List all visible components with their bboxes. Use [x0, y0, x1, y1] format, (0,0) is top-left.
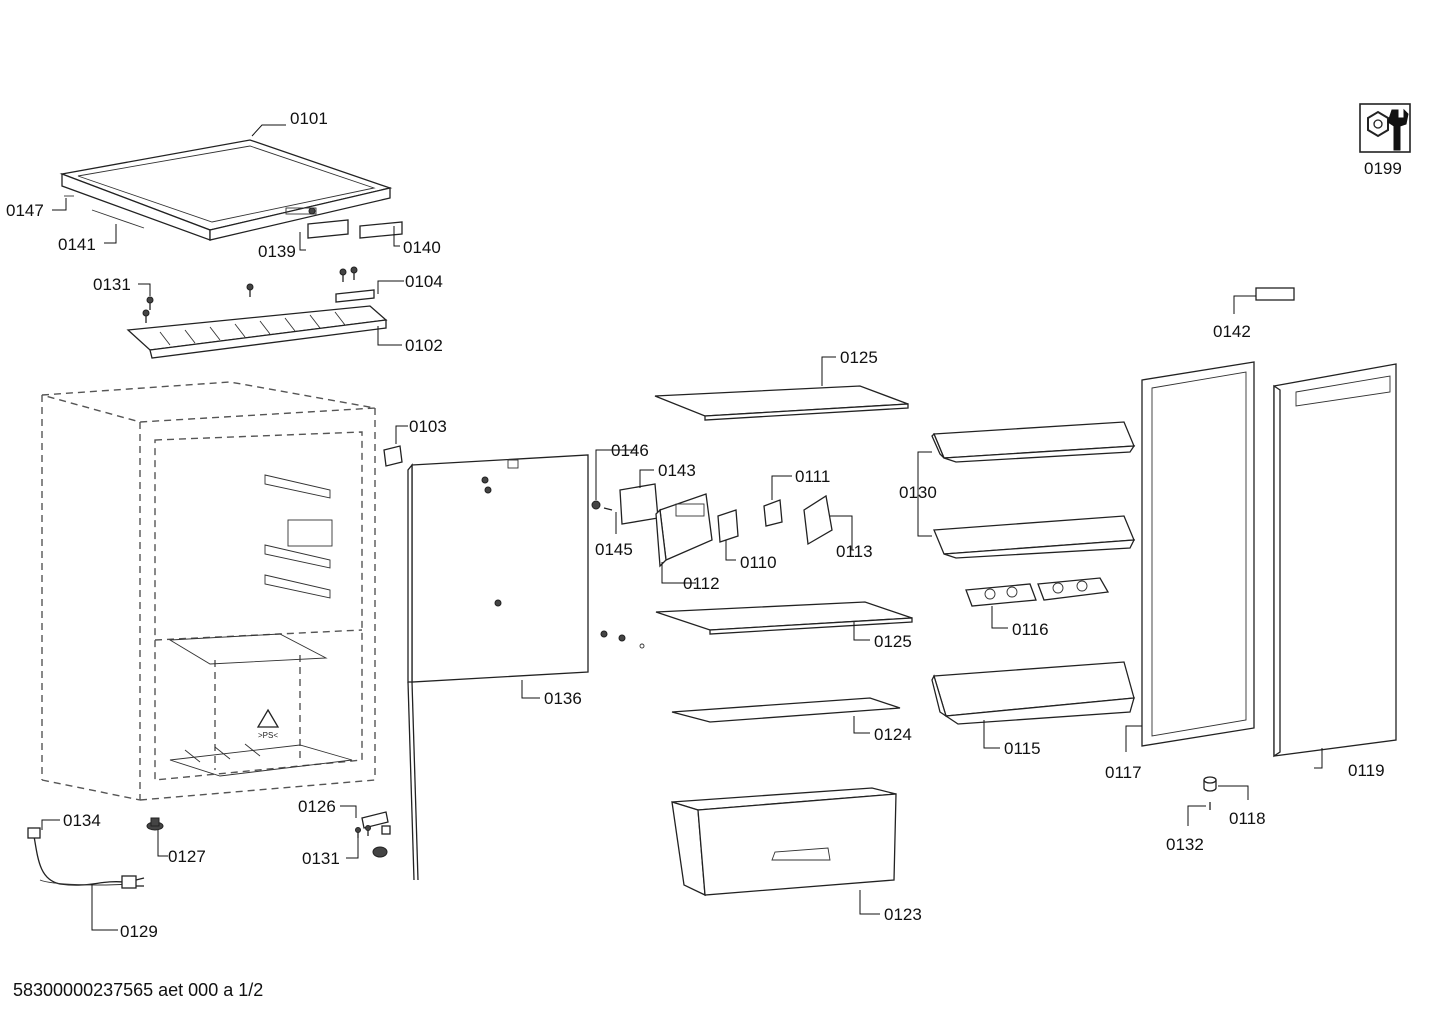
bottom-hinge-0126	[355, 811, 391, 858]
callout-0131-bottom: 0131	[302, 849, 340, 868]
control-housing-0112	[655, 493, 713, 568]
callout-0102: 0102	[405, 336, 443, 355]
callout-0147: 0147	[6, 201, 44, 220]
callout-labels: 0101 0147 0141 0139 0140 0131 0104 0102 …	[6, 109, 1402, 941]
callout-0127: 0127	[168, 847, 206, 866]
callout-0139: 0139	[258, 242, 296, 261]
callout-0111: 0111	[795, 467, 830, 486]
power-cable-0129	[33, 835, 145, 889]
cover-0113	[803, 494, 833, 546]
label-sticker-0139	[307, 219, 349, 239]
recycle-code: >PS<	[258, 731, 278, 740]
callout-0134: 0134	[63, 811, 101, 830]
glass-shelf-0125-top	[654, 385, 909, 421]
worktop-cover	[59, 139, 393, 241]
callout-0101: 0101	[290, 109, 328, 128]
callout-0116: 0116	[1012, 620, 1049, 639]
bulb-0146-0145	[591, 500, 613, 511]
adjustable-foot-0127	[146, 817, 164, 831]
callout-0112: 0112	[683, 574, 720, 593]
callout-0130: 0130	[899, 483, 937, 502]
callout-0110: 0110	[740, 553, 777, 572]
door-shelf-0130-lower	[933, 515, 1136, 559]
callout-0126: 0126	[298, 797, 336, 816]
glass-shelf-0125-middle	[655, 601, 913, 635]
label-sticker-0142	[1255, 287, 1295, 301]
callout-0124: 0124	[874, 725, 912, 744]
callout-0119: 0119	[1348, 761, 1385, 780]
callout-0199: 0199	[1364, 159, 1402, 178]
glass-shelf-0124	[671, 697, 901, 723]
callout-0132: 0132	[1166, 835, 1204, 854]
cabinet-outline	[41, 381, 376, 801]
callout-0129: 0129	[120, 922, 158, 941]
callout-0123: 0123	[884, 905, 922, 924]
callout-0142: 0142	[1213, 322, 1251, 341]
leader-lines	[41, 124, 1323, 931]
callout-0115: 0115	[1004, 739, 1041, 758]
top-bracket	[126, 289, 388, 359]
part-0103-clip	[383, 445, 403, 467]
callout-0117: 0117	[1105, 763, 1142, 782]
door-0119	[1273, 363, 1397, 758]
callout-0131-top: 0131	[93, 275, 131, 294]
bracket-0111	[763, 499, 783, 527]
callout-0146: 0146	[611, 441, 649, 460]
callout-0140: 0140	[403, 238, 441, 257]
callout-0103: 0103	[409, 417, 447, 436]
board-0110	[717, 509, 739, 543]
door-gasket-0117	[1141, 361, 1255, 747]
callout-0113: 0113	[836, 542, 873, 561]
callout-0104: 0104	[405, 272, 443, 291]
callout-0118: 0118	[1229, 809, 1266, 828]
callout-0125-middle: 0125	[874, 632, 912, 651]
connector-0134	[27, 827, 41, 839]
lamp-cover-0143	[619, 483, 659, 525]
callout-0141: 0141	[58, 235, 96, 254]
crisper-drawer-0123	[671, 787, 897, 897]
hinge-bush-0118	[1203, 776, 1217, 792]
egg-tray-0116	[965, 577, 1110, 607]
recycling-triangle-icon: >PS<	[256, 708, 280, 740]
screws-0131-top	[142, 266, 358, 323]
callout-0125-top: 0125	[840, 348, 878, 367]
callout-0143: 0143	[658, 461, 696, 480]
back-panel	[407, 454, 589, 881]
callout-0136: 0136	[544, 689, 582, 708]
wrench-nut-icon	[1359, 103, 1411, 153]
fasteners-below-lamp	[600, 630, 645, 649]
document-code: 58300000237565 aet 000 a 1/2	[13, 980, 264, 1000]
door-shelf-0130-upper	[931, 421, 1136, 463]
bottle-shelf-0115	[931, 661, 1135, 725]
label-sticker-0140	[359, 221, 403, 239]
callout-0145: 0145	[595, 540, 633, 559]
